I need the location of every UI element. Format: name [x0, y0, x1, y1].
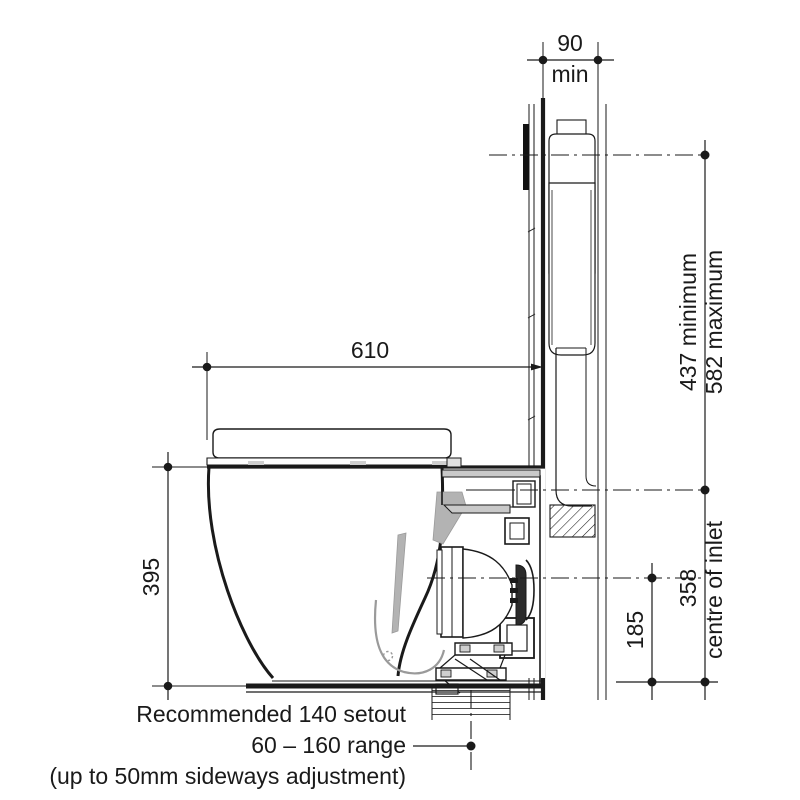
dimension-seat-height: 395	[138, 452, 246, 700]
toilet-seat-and-lid	[206, 428, 462, 468]
dimension-inlet-offset: 185	[622, 563, 657, 700]
concealed-cistern	[548, 119, 597, 507]
label-centre-of-inlet: centre of inlet	[701, 520, 727, 659]
dimension-waste-height: 358 centre of inlet 437 minimum 582 maxi…	[616, 140, 727, 700]
dimension-90-qualifier: min	[551, 61, 588, 87]
note-line-1: Recommended 140 setout	[136, 701, 406, 727]
setout-notes: Recommended 140 setout 60 – 160 range (u…	[49, 701, 406, 789]
note-line-2: 60 – 160 range	[251, 732, 406, 758]
dimension-610-value: 610	[351, 337, 389, 363]
dimension-582-maximum: 582 maximum	[701, 250, 727, 394]
dimension-437-minimum: 437 minimum	[675, 253, 701, 391]
dimension-185-value: 185	[622, 611, 648, 649]
dimension-pan-length: 610	[192, 337, 543, 440]
dimension-90-value: 90	[557, 30, 583, 56]
centrelines	[427, 154, 705, 770]
dimension-358-value: 358	[675, 569, 701, 607]
pan-connector-assembly	[435, 546, 535, 695]
setout-leader	[413, 741, 476, 751]
dimension-395-value: 395	[138, 558, 164, 596]
note-line-3: (up to 50mm sideways adjustment)	[49, 763, 406, 789]
floor-slab-hatch	[549, 504, 596, 538]
dimension-clearance-top: 90 min	[527, 30, 614, 110]
